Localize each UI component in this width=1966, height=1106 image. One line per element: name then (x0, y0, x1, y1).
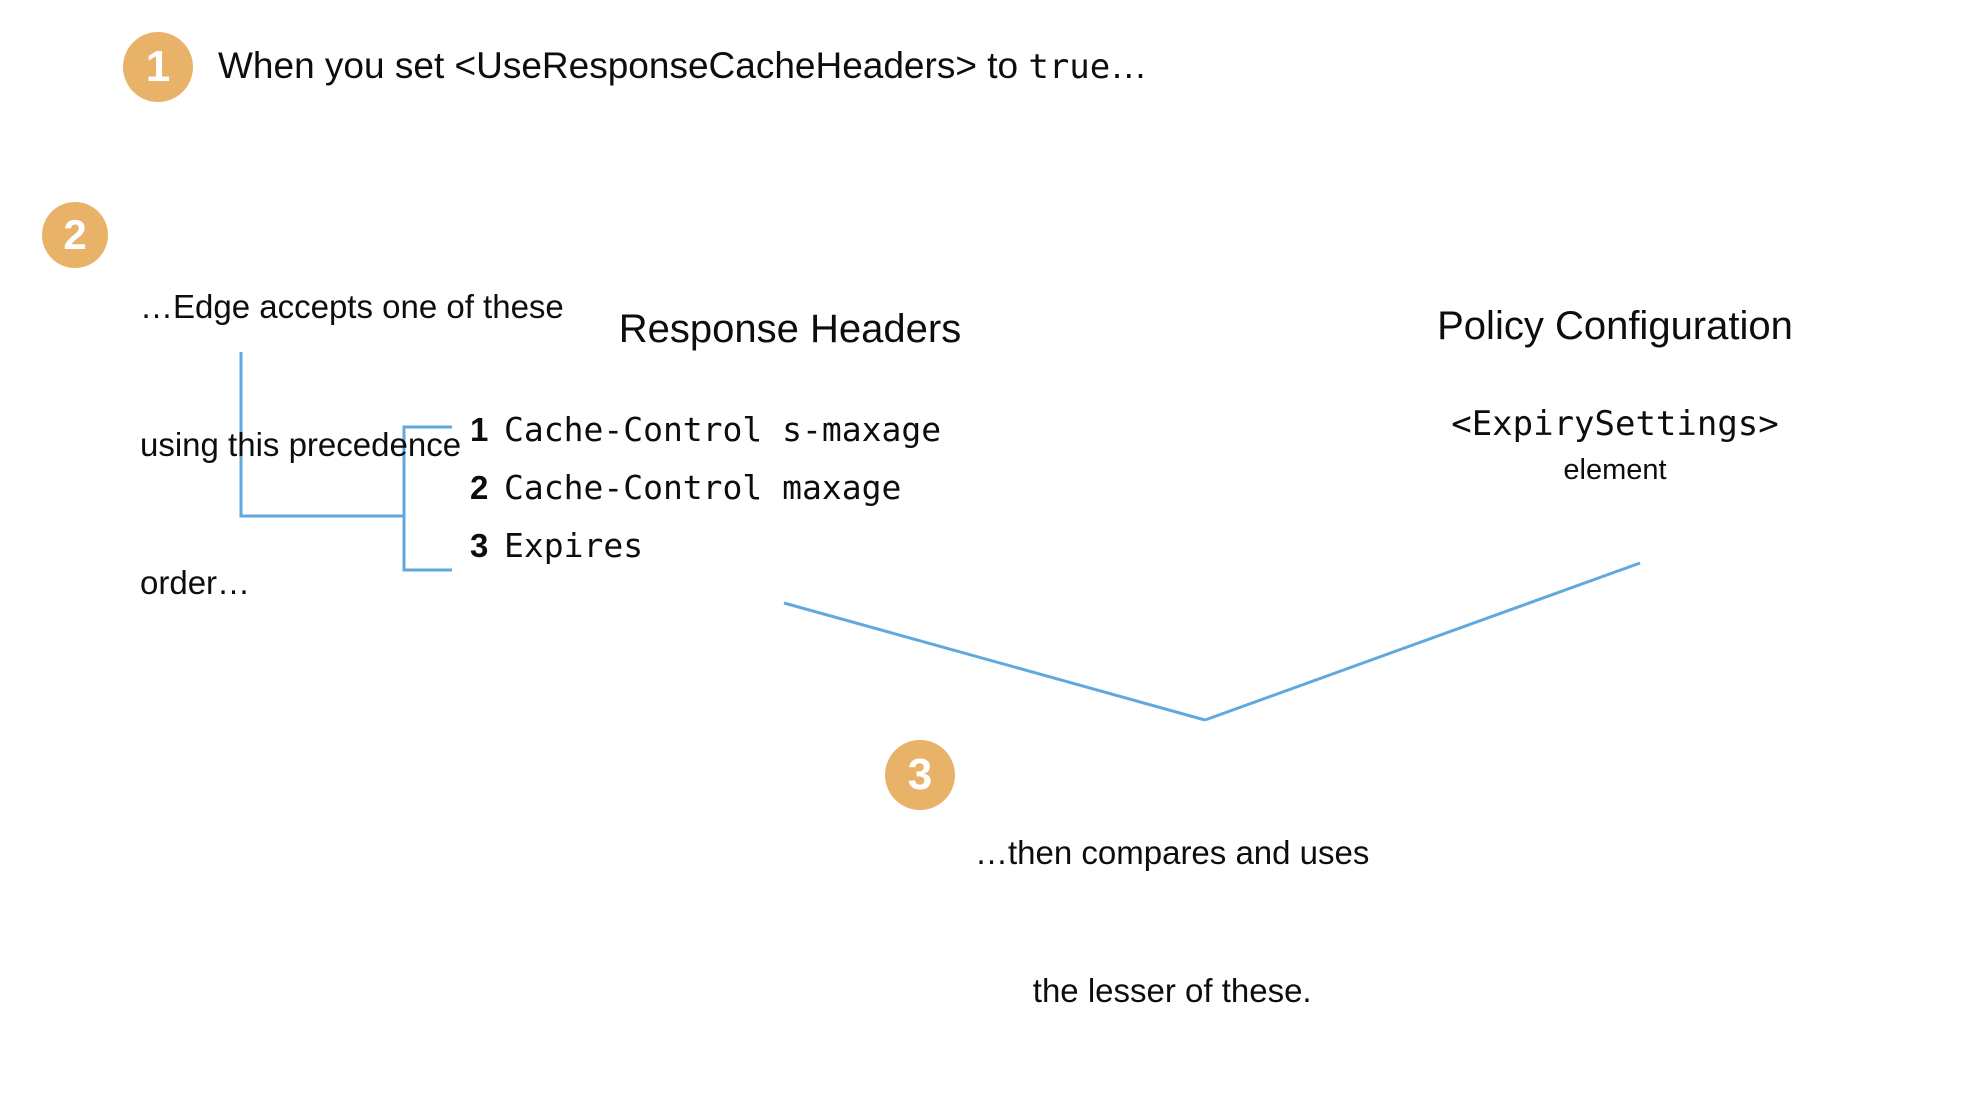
list-item-rank: 3 (470, 527, 489, 564)
list-item: 3 Expires (470, 526, 941, 584)
step-1-text-mono-value: true (1028, 47, 1111, 87)
policy-element-word: element (1563, 454, 1667, 486)
list-item-rank: 1 (470, 411, 489, 448)
policy-configuration-heading: Policy Configuration (1437, 304, 1793, 348)
step-2-text-line-2: using this precedence (140, 426, 462, 463)
response-headers-heading: Response Headers (618, 307, 962, 351)
step-2-text: …Edge accepts one of these using this pr… (140, 192, 564, 698)
list-item: 1 Cache-Control s-maxage (470, 410, 941, 468)
list-item-value: Cache-Control maxage (504, 468, 902, 507)
response-headers-list: 1 Cache-Control s-maxage 2 Cache-Control… (470, 410, 941, 584)
step-1-text-suffix: … (1110, 45, 1148, 86)
step-badge-3: 3 (885, 740, 955, 810)
diagram-canvas: 1 When you set <UseResponseCacheHeaders>… (42, 32, 1815, 1009)
step-2-text-line-1: …Edge accepts one of these (140, 288, 564, 325)
policy-element-name: <ExpirySettings> (1451, 404, 1779, 444)
step-3-text: …then compares and uses the lesser of th… (975, 738, 1369, 1106)
step-2-text-line-3: order… (140, 564, 251, 601)
list-item: 2 Cache-Control maxage (470, 468, 941, 526)
v-connector-right-arm (1204, 561, 1641, 722)
step-3-text-line-1: …then compares and uses (975, 834, 1370, 871)
policy-configuration-body: <ExpirySettings> element (1415, 400, 1815, 492)
list-item-value: Cache-Control s-maxage (504, 410, 942, 449)
step-1-text: When you set <UseResponseCacheHeaders> t… (218, 42, 1147, 91)
step-badge-1: 1 (123, 32, 193, 102)
step-1-text-prefix: When you set <UseResponseCacheHeaders> t… (218, 45, 1029, 86)
step-badge-2: 2 (42, 202, 108, 268)
list-item-value: Expires (504, 526, 644, 565)
step-3-text-line-2: the lesser of these. (1032, 972, 1312, 1009)
list-item-rank: 2 (470, 469, 489, 506)
v-connector-left-arm (783, 601, 1206, 722)
